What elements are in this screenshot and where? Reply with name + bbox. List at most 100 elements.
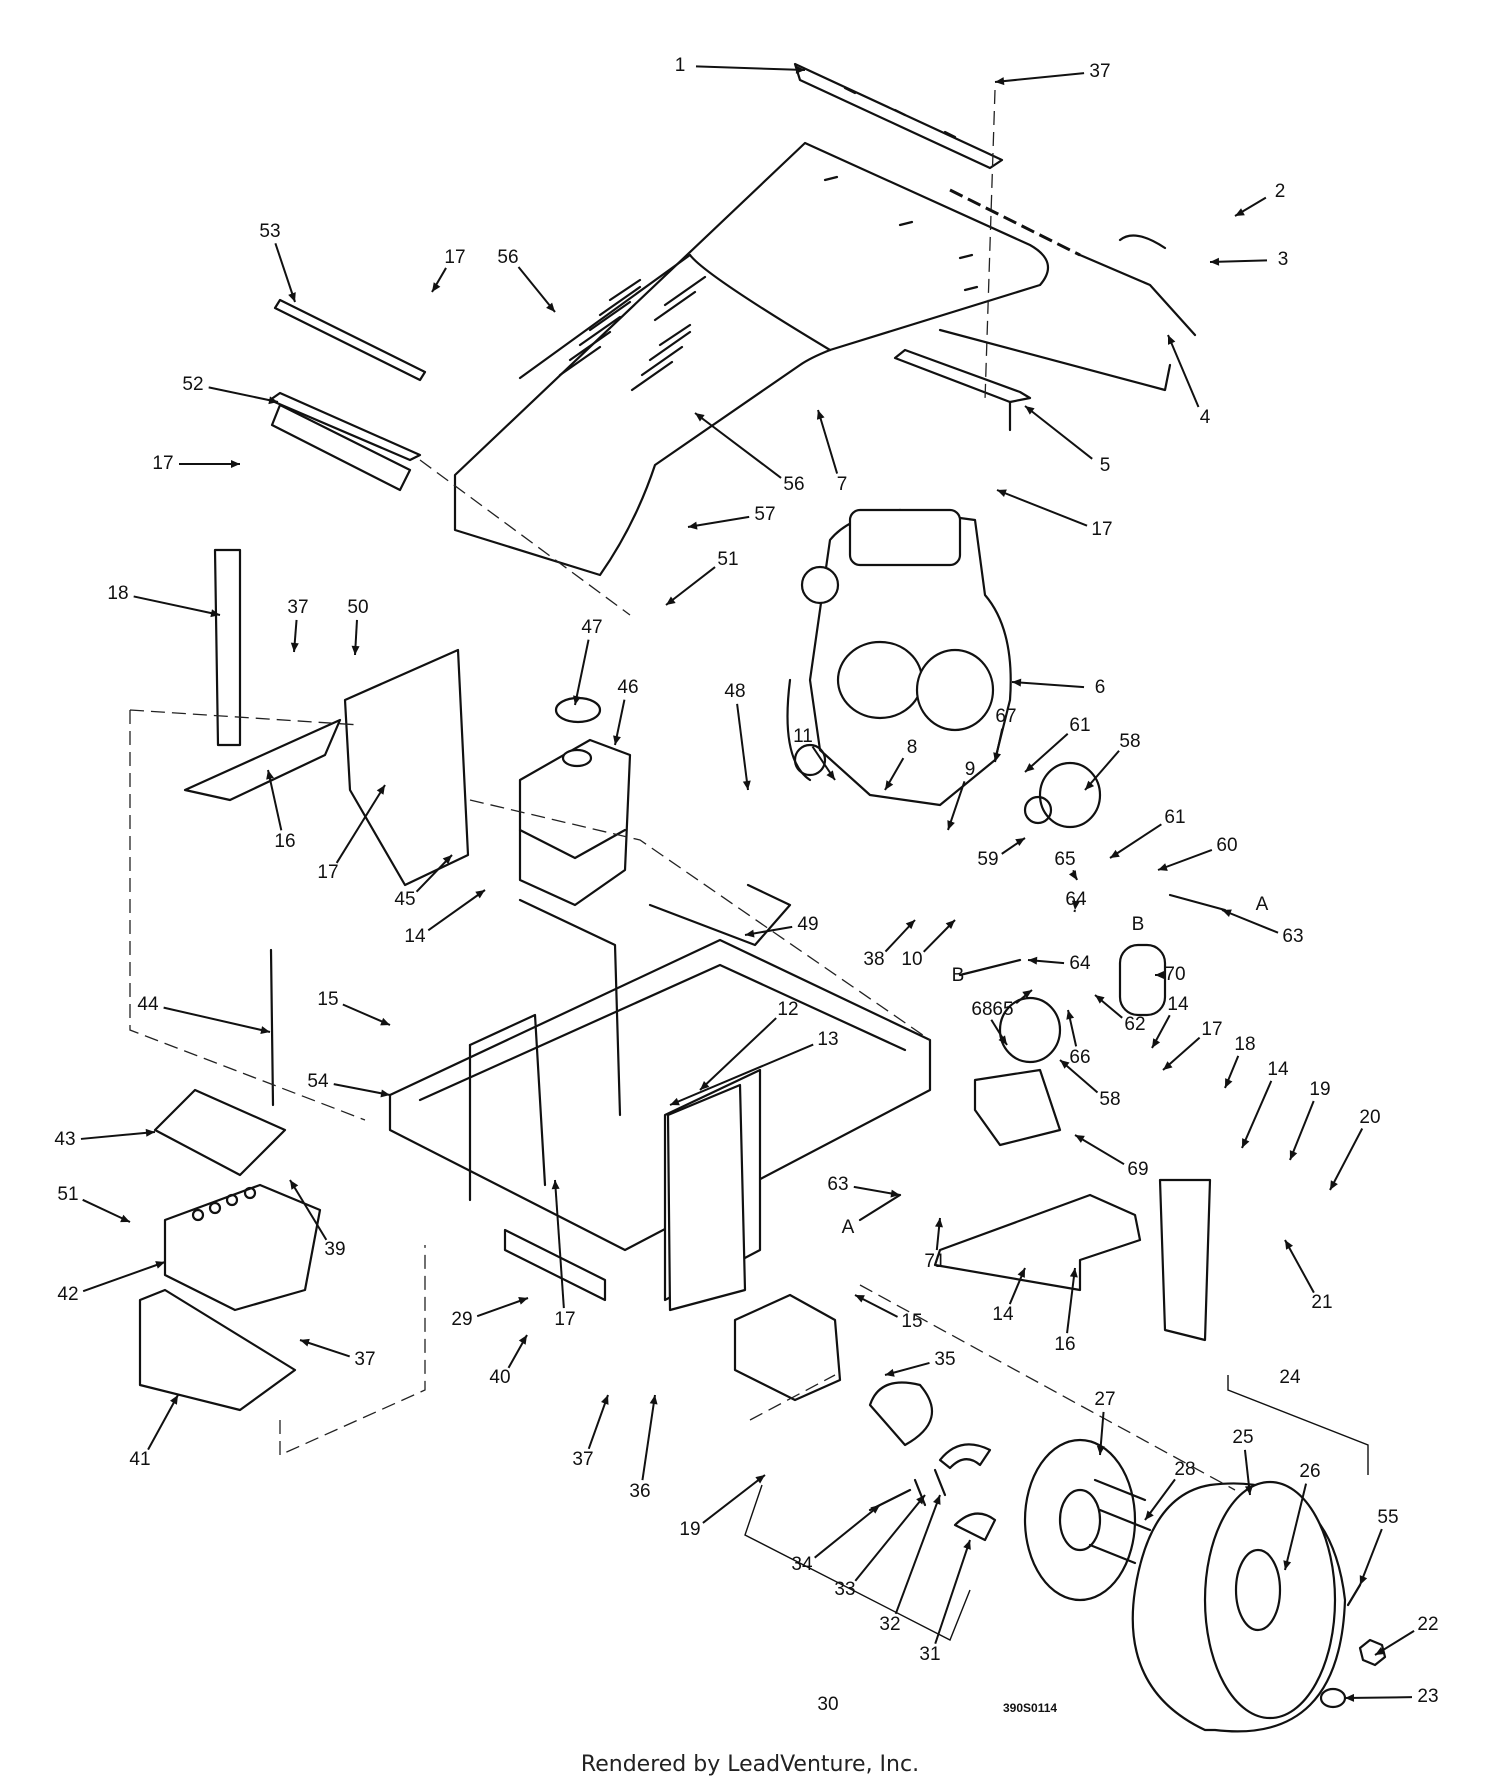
wheel-tire <box>1131 1480 1347 1733</box>
leader-line-c60 <box>1157 849 1213 871</box>
leader-line-c56a <box>694 412 782 479</box>
leader-arrow-c8 <box>885 780 894 790</box>
filter-housing <box>973 1068 1062 1147</box>
leader-arrow-c25 <box>1244 1485 1253 1495</box>
cotter-pin <box>1346 1583 1362 1607</box>
callout-label-c55: 55 <box>1377 1507 1398 1528</box>
callout-label-c17a: 17 <box>1091 519 1112 540</box>
leader-line-c51a <box>665 566 716 606</box>
leader-arrow-c14a <box>475 890 485 899</box>
frame-extension <box>938 328 1172 392</box>
battery-cover <box>153 1088 287 1177</box>
latch-hook <box>1118 234 1167 250</box>
leader-arrow-c16a <box>266 770 274 780</box>
leader-arrow-c63b <box>890 1189 900 1198</box>
leader-arrow-c2 <box>1235 208 1245 216</box>
leader-line-c16a <box>267 769 283 831</box>
callout-label-c52: 52 <box>182 374 203 395</box>
leader-arrow-c22 <box>1375 1647 1385 1655</box>
leader-arrow-c6 <box>1012 678 1022 687</box>
leader-line-c7 <box>817 409 839 474</box>
leader-line-c42 <box>82 1261 166 1293</box>
callout-label-c17c: 17 <box>152 453 173 474</box>
callout-label-c67: 67 <box>995 706 1016 727</box>
leader-arrow-c17f <box>551 1180 560 1190</box>
leader-arrow-c43 <box>145 1128 155 1137</box>
callout-label-c30: 30 <box>817 1694 838 1715</box>
frame-bracket-left <box>183 718 342 802</box>
callout-label-c50: 50 <box>347 597 368 618</box>
leader-line-c14c <box>1241 1080 1273 1149</box>
callout-label-c21: 21 <box>1311 1292 1332 1313</box>
leader-arrow-c68 <box>998 1035 1007 1045</box>
leader-line-c61a <box>1024 732 1069 773</box>
leader-arrow-c32 <box>933 1495 941 1505</box>
hose-a-lower <box>858 1193 902 1222</box>
callout-label-c14c: 14 <box>1267 1059 1289 1080</box>
leader-line-c3 <box>1209 259 1268 263</box>
leader-arrow-c15a <box>380 1017 390 1026</box>
leader-arrow-c36 <box>649 1395 658 1405</box>
connection-letter-la2: A <box>842 1217 855 1238</box>
callout-label-c39: 39 <box>324 1239 345 1260</box>
callout-label-c16a: 16 <box>274 831 295 852</box>
leader-arrow-c17a <box>997 489 1007 497</box>
mount-plate <box>343 648 470 887</box>
callout-label-c9: 9 <box>965 759 976 780</box>
leader-arrow-c16b <box>1069 1268 1078 1278</box>
leader-arrow-c56b <box>546 302 555 312</box>
leader-arrow-c47 <box>573 695 581 705</box>
callout-label-c8: 8 <box>907 737 918 758</box>
leader-arrow-c29 <box>518 1297 528 1305</box>
callout-label-c28: 28 <box>1174 1459 1195 1480</box>
leader-arrow-c59 <box>1015 838 1025 847</box>
callout-label-c26: 26 <box>1299 1461 1320 1482</box>
leader-arrow-c56a <box>695 413 705 422</box>
callout-label-c51b: 51 <box>57 1184 78 1205</box>
callout-label-c56b: 56 <box>497 247 518 268</box>
leader-line-c13 <box>669 1043 814 1106</box>
callout-label-c42: 42 <box>57 1284 78 1305</box>
callout-label-c56a: 56 <box>783 474 804 495</box>
frame-bracket-right <box>933 1193 1142 1292</box>
leader-line-c31 <box>934 1539 971 1644</box>
callout-label-c63b: 63 <box>827 1174 848 1195</box>
callout-label-c35: 35 <box>934 1349 955 1370</box>
assembly-path-5 <box>279 1245 426 1457</box>
leader-arrow-c17e <box>1163 1061 1173 1070</box>
leader-line-c69 <box>1074 1134 1125 1166</box>
leader-arrow-c50 <box>351 645 360 655</box>
leader-arrow-c13 <box>670 1097 680 1106</box>
callout-label-c65b: 65 <box>992 999 1013 1020</box>
callout-label-c23: 23 <box>1417 1686 1438 1707</box>
callout-label-c27: 27 <box>1094 1389 1115 1410</box>
group-bracket-24 <box>1227 1375 1369 1475</box>
leader-arrow-c37b <box>290 642 299 652</box>
callout-label-c19a: 19 <box>1309 1079 1330 1100</box>
leader-arrow-c37a <box>995 77 1005 86</box>
leader-arrow-c23 <box>1345 1693 1355 1702</box>
callout-label-c15a: 15 <box>317 989 338 1010</box>
leader-arrow-c49 <box>745 929 755 938</box>
leader-line-c16b <box>1066 1267 1076 1334</box>
battery <box>163 1183 322 1312</box>
assembly-path-6 <box>859 1284 1236 1491</box>
leader-arrow-c38 <box>905 920 915 930</box>
leader-arrow-c27 <box>1096 1445 1105 1455</box>
leader-line-c44 <box>163 1006 271 1033</box>
leader-line-c37d <box>587 1394 609 1450</box>
leader-arrow-c61a <box>1025 763 1035 772</box>
motor-mount-plate <box>666 1083 747 1312</box>
leader-line-c39 <box>289 1179 328 1241</box>
callout-label-c57: 57 <box>754 504 775 525</box>
leader-arrow-c64a <box>1071 900 1080 910</box>
leader-arrow-c18a <box>210 609 220 618</box>
callout-label-c1: 1 <box>675 55 686 76</box>
leader-arrow-c39 <box>290 1180 299 1190</box>
connection-letter-la1: A <box>1256 894 1269 915</box>
leader-line-c21 <box>1284 1239 1315 1294</box>
callout-label-c14a: 14 <box>404 926 426 947</box>
leader-arrow-c20 <box>1330 1180 1338 1190</box>
leader-arrow-c48 <box>742 780 751 790</box>
